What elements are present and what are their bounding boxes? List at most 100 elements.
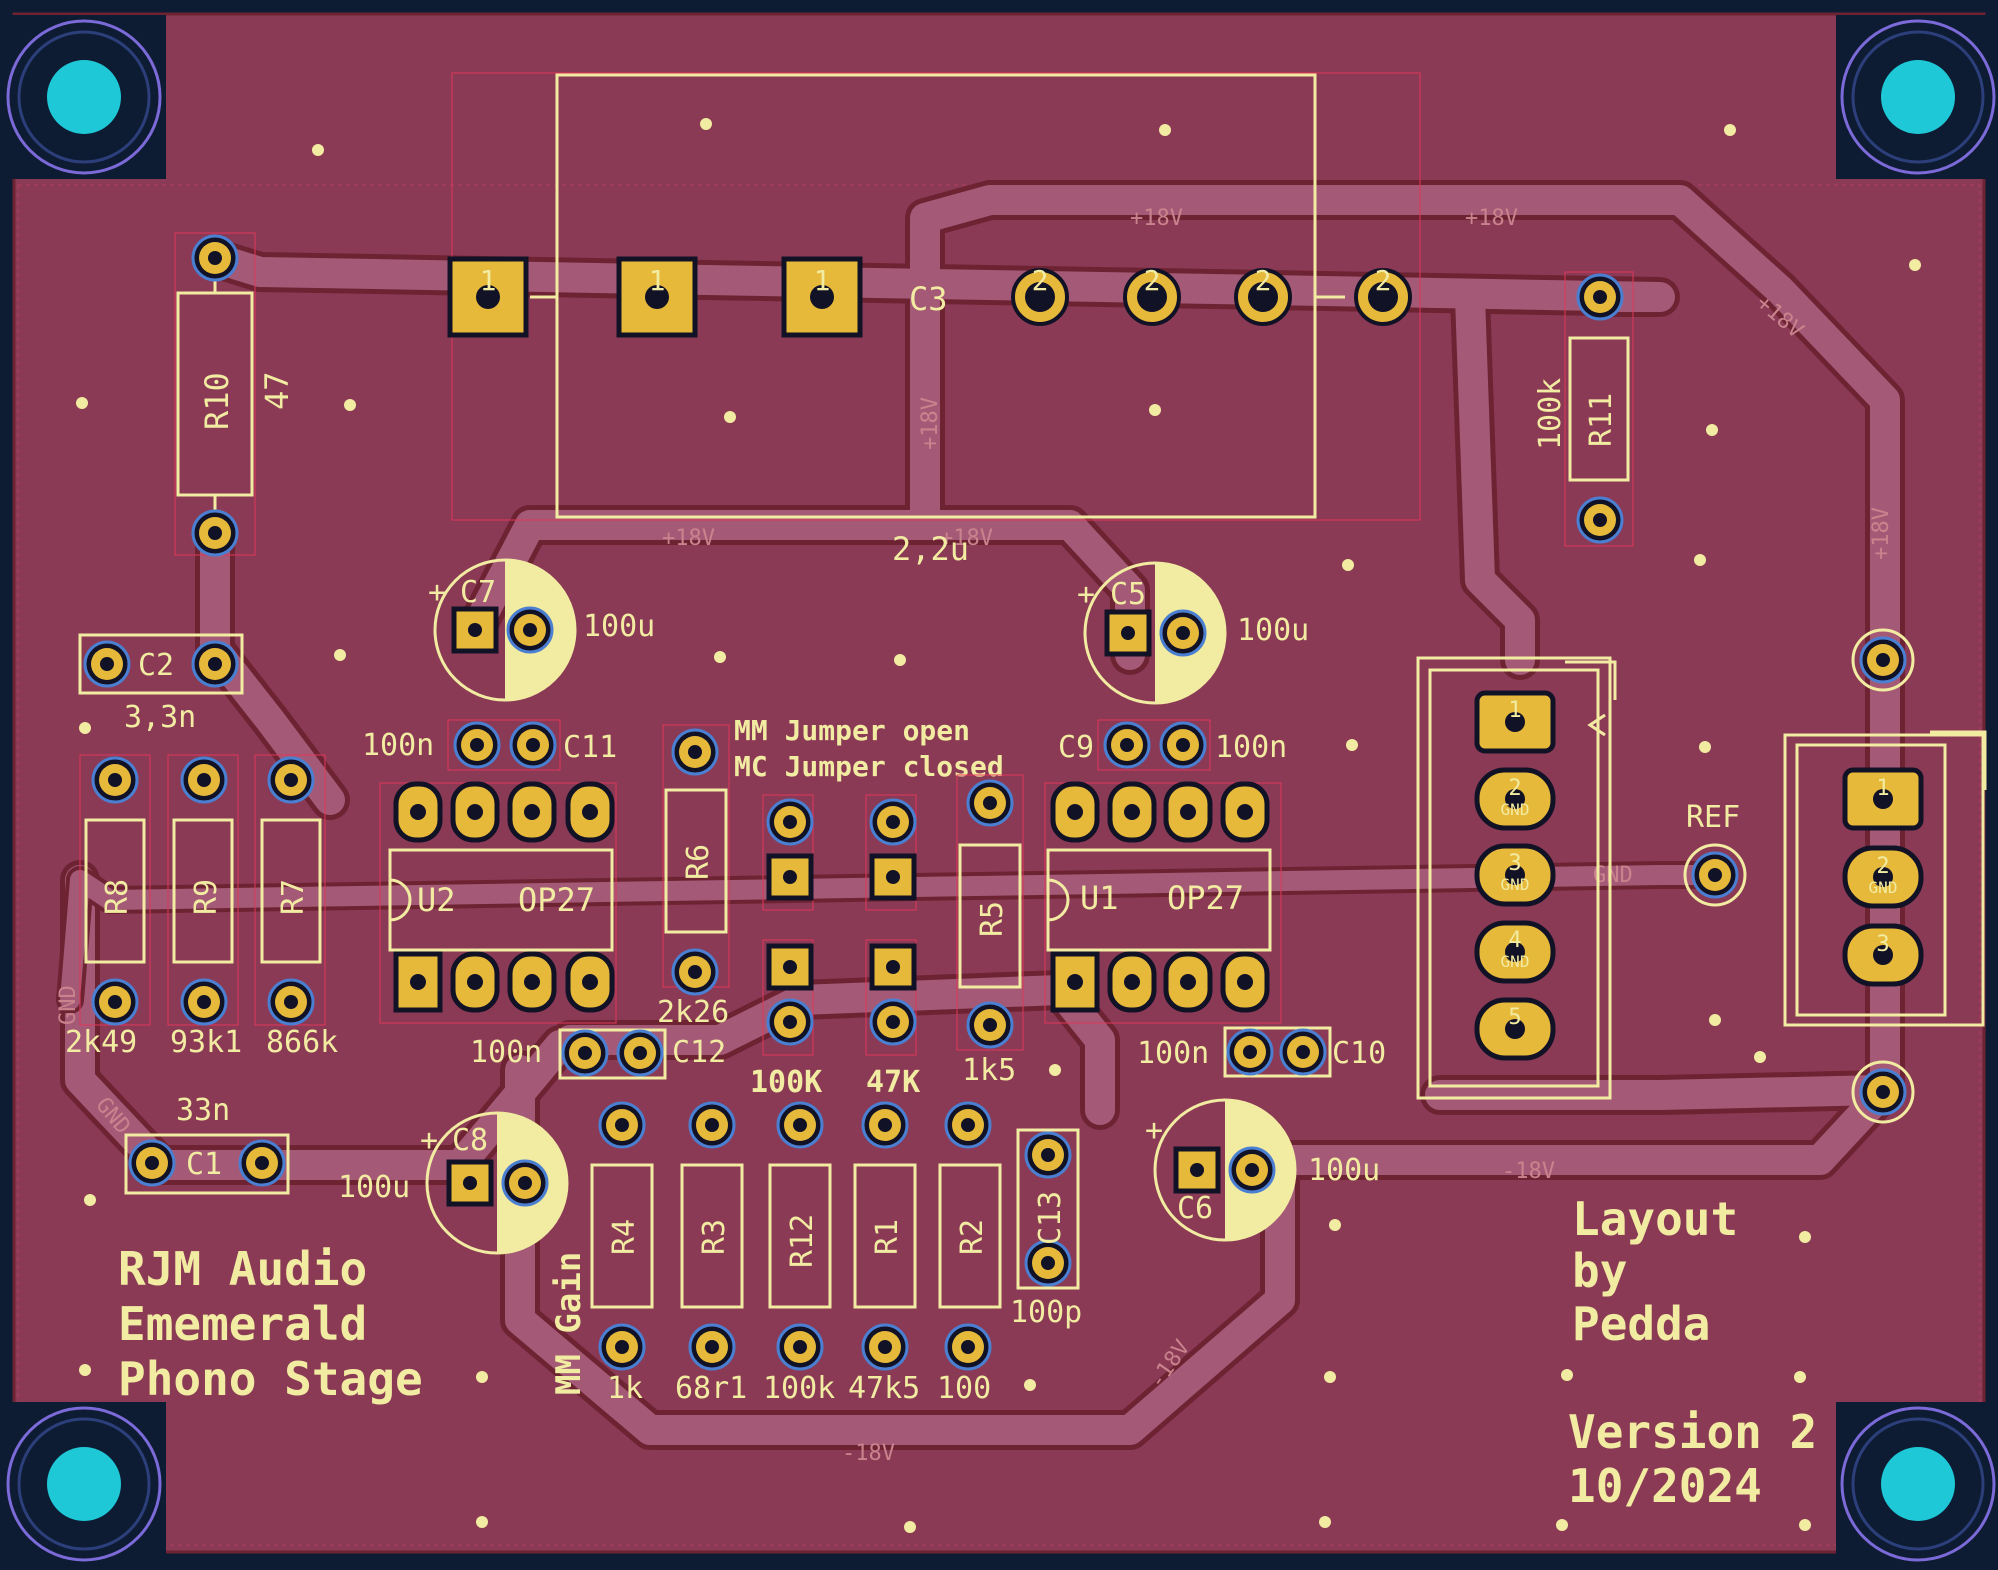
svg-text:+: + [1145, 1113, 1163, 1148]
ref-c9: C9 [1058, 730, 1094, 765]
value-r10: 47 [258, 371, 296, 410]
component-r2[interactable]: R2 100 [937, 1101, 1002, 1406]
component-c11[interactable]: 100n C11 [362, 719, 617, 771]
ref-u2: U2 [417, 881, 456, 919]
mm-option-100k: 100K [750, 1065, 822, 1100]
jumper-100k[interactable] [762, 794, 814, 911]
ref-c6: C6 [1177, 1191, 1213, 1226]
net-label-pos-5: +18V [918, 397, 943, 450]
ref-r11: R11 [1584, 393, 1619, 447]
component-r9[interactable]: R9 93k1 [167, 754, 242, 1060]
component-r4[interactable]: R4 1k [590, 1101, 654, 1406]
value-c1: 33n [176, 1093, 230, 1128]
ref-c8: C8 [452, 1123, 488, 1158]
svg-text:3: 3 [1876, 932, 1889, 957]
pad-c3-2b: 2 [1123, 264, 1181, 326]
mounting-hole-br [1834, 1400, 1998, 1568]
power-eyelet-neg[interactable] [1851, 1060, 1915, 1124]
component-r7[interactable]: R7 866k [254, 754, 338, 1060]
component-c8[interactable]: + C8 100u [338, 1111, 569, 1255]
mm-option-47k: 47K [866, 1065, 920, 1100]
mm-gain-label: MM Gain [549, 1252, 589, 1395]
value-r11: 100k [1533, 378, 1568, 450]
ref-c1: C1 [186, 1147, 222, 1182]
component-c3[interactable]: 1 1 1 2 2 2 2 C3 2,2u [447, 72, 1421, 568]
svg-text:5: 5 [1508, 1005, 1521, 1030]
value-r1: 47k5 [848, 1371, 920, 1406]
ref-c11: C11 [563, 730, 617, 765]
svg-text:2: 2 [1375, 264, 1392, 297]
net-label-gnd-2: GND [56, 985, 81, 1025]
component-u1[interactable]: U1 OP27 [1044, 783, 1282, 1024]
component-r8[interactable]: R8 2k49 [65, 754, 151, 1060]
component-c6[interactable]: + C6 100u [1145, 1098, 1380, 1242]
net-label-pos-4: +18V [940, 526, 993, 551]
component-r5[interactable]: R5 1k5 [956, 774, 1024, 1088]
value-u1: OP27 [1167, 879, 1244, 917]
component-c7[interactable]: + C7 100u [428, 558, 655, 702]
board-title-line-1: RJM Audio [118, 1242, 367, 1296]
svg-text:2: 2 [1876, 854, 1889, 879]
component-c2[interactable]: C2 3,3n [78, 633, 244, 735]
ref-u1: U1 [1080, 879, 1119, 917]
value-r4: 1k [607, 1371, 643, 1406]
value-c8: 100u [338, 1170, 410, 1205]
ref-c12: C12 [672, 1035, 726, 1070]
value-c12: 100n [470, 1035, 542, 1070]
pad-c3-1b: 1 [616, 256, 698, 338]
component-c10[interactable]: 100n C10 [1137, 1026, 1386, 1078]
component-u2[interactable]: U2 OP27 [379, 783, 617, 1024]
board-version-line-1: Version 2 [1568, 1405, 1817, 1459]
power-eyelet-pos[interactable] [1851, 628, 1915, 692]
component-r12[interactable]: R12 100k [763, 1101, 835, 1406]
value-r12: 100k [763, 1371, 835, 1406]
svg-text:2: 2 [1508, 776, 1521, 801]
ref-label: REF [1686, 800, 1740, 835]
ref-r7: R7 [276, 879, 311, 915]
ref-testpoint[interactable]: REF [1683, 800, 1747, 907]
ref-r5: R5 [975, 901, 1010, 937]
ref-c13: C13 [1033, 1191, 1068, 1245]
svg-text:GND: GND [1501, 800, 1530, 819]
value-u2: OP27 [518, 881, 595, 919]
ref-c7: C7 [460, 575, 496, 610]
jumper-note-line-1: MM Jumper open [734, 714, 970, 747]
board-author: Layout by Pedda [1572, 1192, 1738, 1351]
component-c5[interactable]: + C5 100u [1077, 561, 1309, 705]
pad-c3-1c: 1 [781, 256, 863, 338]
ref-c10: C10 [1332, 1036, 1386, 1071]
component-c1[interactable]: C1 33n [124, 1093, 290, 1195]
component-c13[interactable]: C13 100p [1010, 1128, 1082, 1330]
net-label-neg-2: -18V [842, 1441, 895, 1466]
component-r6[interactable]: R6 2k26 [657, 724, 730, 1030]
ref-c3: C3 [909, 280, 948, 318]
value-r7: 866k [266, 1025, 338, 1060]
net-label-pos-1: +18V [1130, 206, 1183, 231]
value-r2: 100 [937, 1371, 991, 1406]
ref-r9: R9 [189, 879, 224, 915]
value-c3: 2,2u [892, 530, 969, 568]
pad-c3-2a: 2 [1011, 264, 1069, 326]
component-c9[interactable]: C9 100n [1058, 719, 1287, 771]
board-author-line-3: Pedda [1572, 1297, 1710, 1351]
mounting-hole-tr [1834, 13, 1998, 181]
svg-text:4: 4 [1508, 928, 1521, 953]
jumper-47k[interactable] [865, 794, 917, 911]
component-r10[interactable]: R10 47 [174, 232, 296, 557]
component-r11[interactable]: R11 100k [1533, 271, 1634, 547]
board-author-line-2: by [1572, 1244, 1627, 1298]
selector-47k[interactable]: 47K [865, 939, 920, 1100]
component-r3[interactable]: R3 68r1 [675, 1101, 747, 1406]
board-title-line-2: Ememerald [118, 1297, 367, 1351]
value-c9: 100n [1215, 730, 1287, 765]
value-c2: 3,3n [124, 700, 196, 735]
ref-c2: C2 [138, 648, 174, 683]
component-r1[interactable]: R1 47k5 [848, 1101, 920, 1406]
value-r8: 2k49 [65, 1025, 137, 1060]
selector-100k[interactable]: 100K [750, 939, 822, 1100]
component-c12[interactable]: 100n C12 [470, 1028, 726, 1080]
board-version: Version 2 10/2024 [1568, 1405, 1817, 1513]
